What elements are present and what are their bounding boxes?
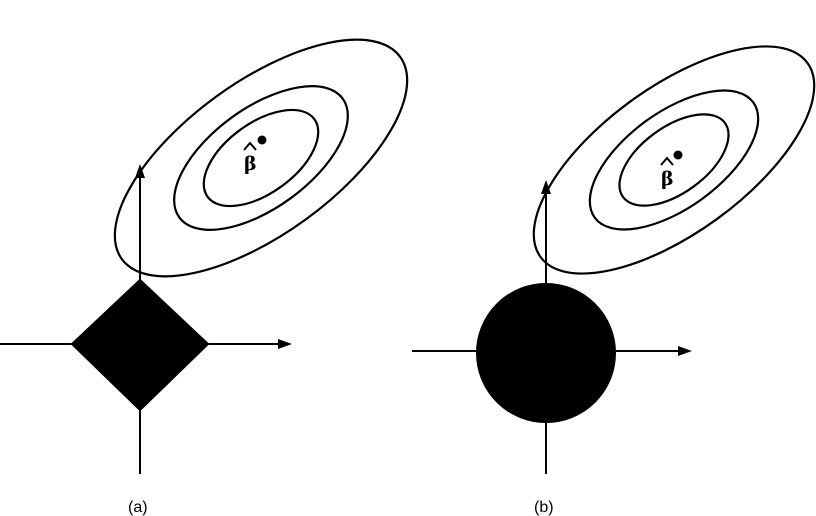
panel-a-estimate-dot xyxy=(257,135,267,145)
panel-b-hat-icon xyxy=(660,156,674,166)
panel-a: β (a) xyxy=(0,38,409,516)
panel-b-x-axis-arrow-icon xyxy=(678,346,692,356)
panel-a-hat-icon xyxy=(243,141,257,151)
panel-a-beta-label: β xyxy=(244,153,257,175)
panel-b-contour-middle xyxy=(588,89,760,231)
panel-b: β (b) xyxy=(412,45,816,516)
panel-a-contour-outer xyxy=(113,38,409,278)
panel-b-label: (b) xyxy=(534,499,554,516)
panel-a-contour-inner xyxy=(202,108,320,208)
panel-a-contour-middle xyxy=(173,85,349,231)
panel-b-contour-inner xyxy=(618,113,730,207)
panel-b-beta-label: β xyxy=(661,168,674,190)
panel-b-disk-constraint-region xyxy=(476,283,616,423)
panel-a-label: (a) xyxy=(128,499,148,516)
panel-a-contours xyxy=(113,38,409,278)
panel-b-estimate-dot xyxy=(673,150,683,160)
panel-a-x-axis-arrow-icon xyxy=(278,339,292,349)
panel-b-y-axis-arrow-icon xyxy=(541,180,551,194)
panel-b-contour-outer xyxy=(532,45,816,275)
panel-b-contours xyxy=(532,45,816,275)
panel-a-diamond-constraint-region xyxy=(70,278,210,412)
